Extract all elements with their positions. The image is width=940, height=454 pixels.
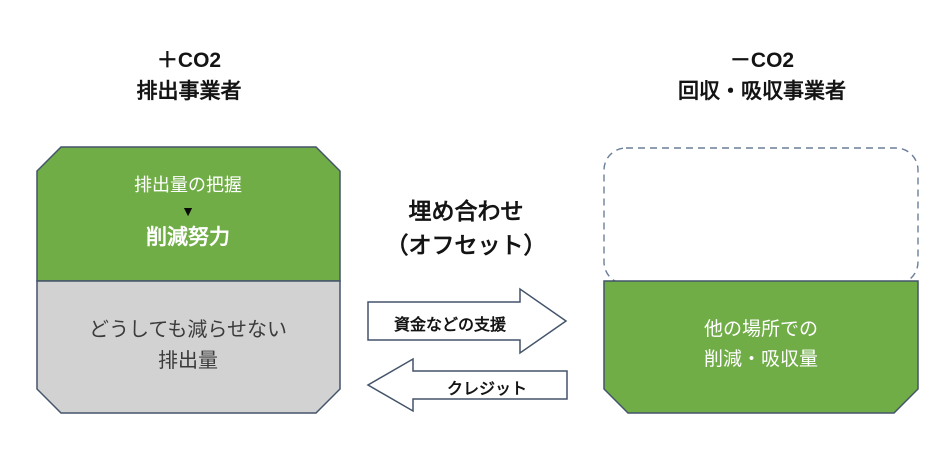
offsite-reduction-line1: 他の場所での bbox=[703, 319, 819, 340]
offset-heading: 埋め合わせ （オフセット） bbox=[386, 194, 547, 262]
unavoidable-emissions-label: どうしても減らせない 排出量 bbox=[89, 315, 287, 377]
absorber-green-shape bbox=[603, 280, 919, 414]
emitter-gray-shape bbox=[36, 280, 341, 414]
credit-arrow-label: クレジット bbox=[446, 381, 528, 398]
offset-heading-line1: 埋め合わせ bbox=[408, 198, 524, 224]
credit-left-arrow bbox=[366, 357, 568, 413]
support-arrow-label: 資金などの支援 bbox=[393, 317, 507, 334]
unavoidable-emissions-line1: どうしても減らせない bbox=[89, 319, 287, 341]
reduction-effort-label: 削減努力 bbox=[146, 226, 230, 249]
absorber-title: －CO2 回収・吸収事業者 bbox=[678, 45, 846, 107]
offsite-reduction-label: 他の場所での 削減・吸収量 bbox=[704, 315, 818, 375]
emission-grasp-label: 排出量の把握 bbox=[134, 175, 242, 195]
absorber-dashed-shape bbox=[603, 147, 919, 285]
support-right-arrow bbox=[367, 287, 568, 355]
emitter-co2-label: ＋CO2 bbox=[156, 49, 222, 72]
emitter-title: ＋CO2 排出事業者 bbox=[137, 45, 242, 107]
absorber-co2-label: －CO2 bbox=[729, 49, 795, 72]
emitter-name-label: 排出事業者 bbox=[136, 80, 242, 103]
offset-heading-line2: （オフセット） bbox=[385, 232, 547, 258]
down-triangle-icon: ▼ bbox=[181, 203, 195, 219]
offsite-reduction-line2: 削減・吸収量 bbox=[703, 349, 819, 370]
unavoidable-emissions-line2: 排出量 bbox=[158, 350, 218, 372]
absorber-name-label: 回収・吸収事業者 bbox=[678, 80, 846, 103]
